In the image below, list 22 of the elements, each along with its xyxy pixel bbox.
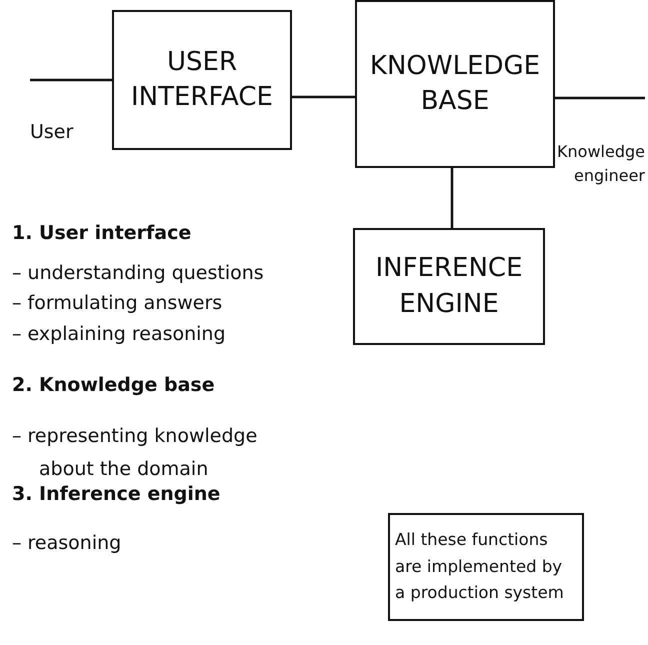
section-heading: 3. Inference engine (12, 483, 220, 505)
section-heading: 1. User interface (12, 222, 192, 244)
note-text: All these functions are implemented by a production system (395, 529, 565, 604)
component-label: USER INTERFACE (130, 46, 274, 114)
list-item: – representing knowledge about the domain (12, 424, 258, 482)
list-item: – explaining reasoning (12, 323, 226, 345)
list-item: – formulating answers (12, 292, 222, 314)
component-box (112, 10, 292, 150)
component-box (353, 228, 545, 345)
component-label: KNOWLEDGE BASE (368, 50, 542, 118)
list-item: – understanding questions (12, 262, 264, 284)
connector-line (292, 96, 355, 98)
list-item: – reasoning (12, 532, 122, 554)
connector-line (450, 168, 454, 228)
actor-label: User (30, 120, 74, 144)
component-box (355, 0, 555, 168)
note-box (388, 513, 584, 621)
section-heading: 2. Knowledge base (12, 374, 215, 396)
connector-line (30, 78, 112, 82)
component-label: INFERENCE ENGINE (374, 252, 524, 320)
connector-line (555, 96, 645, 100)
actor-label: Knowledge engineer (557, 141, 645, 187)
